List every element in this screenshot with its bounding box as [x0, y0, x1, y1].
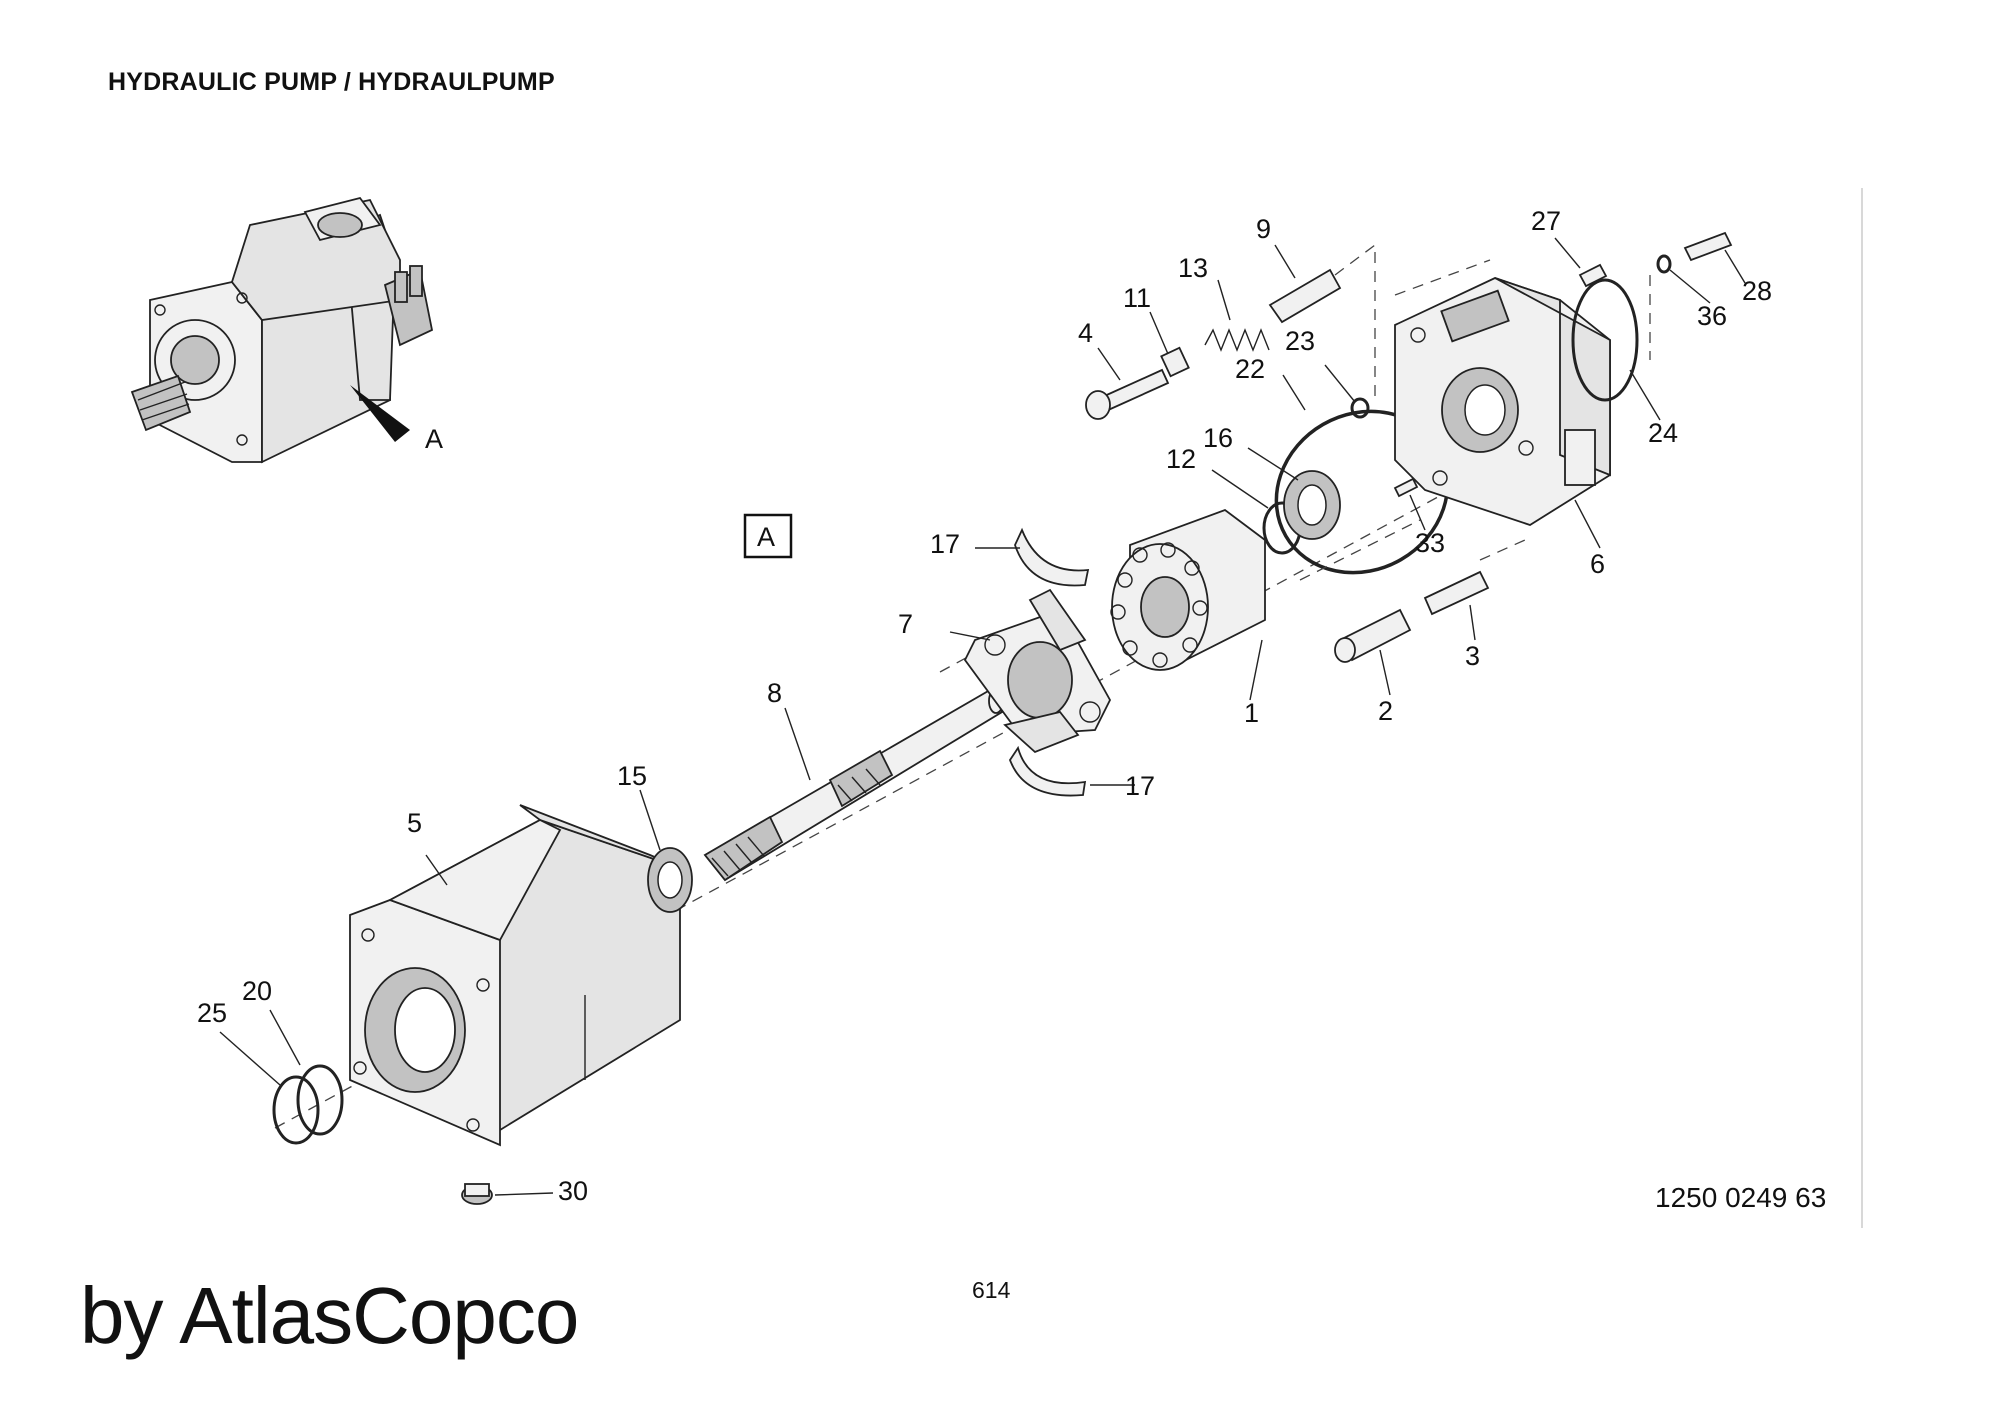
- callout-30: 30: [558, 1176, 588, 1206]
- pin-part-3: [1423, 570, 1490, 616]
- callout-17-upper: 17: [930, 529, 960, 559]
- drawing-part-number: 1250 0249 63: [1655, 1182, 1827, 1213]
- o-ring-part-24: [1571, 278, 1639, 402]
- brand-watermark: by AtlasCopco: [80, 1271, 579, 1360]
- view-box-label: A: [757, 522, 775, 552]
- callout-24: 24: [1648, 418, 1678, 448]
- pump-housing-part-5: [349, 804, 681, 1147]
- callout-9: 9: [1256, 214, 1271, 244]
- callout-2: 2: [1378, 696, 1393, 726]
- valve-piston-part-9: [1268, 268, 1342, 324]
- page-title: HYDRAULIC PUMP / HYDRAULPUMP: [108, 68, 555, 96]
- washer-part-36: [1656, 254, 1672, 274]
- callout-8: 8: [767, 678, 782, 708]
- cylinder-block-part-1: [1110, 508, 1266, 671]
- callout-leaders: [219, 237, 1746, 1196]
- bearing-shell-upper-part-17: [1014, 527, 1090, 587]
- callout-36: 36: [1697, 301, 1727, 331]
- valve-bolt-part-4: [1085, 368, 1170, 420]
- callout-7: 7: [898, 609, 913, 639]
- callout-16: 16: [1203, 423, 1233, 453]
- spring-part-13: [1204, 328, 1270, 352]
- assembled-pump-inset: [130, 196, 434, 464]
- valve-sleeve-part-11: [1160, 346, 1190, 378]
- drive-shaft-part-8: [703, 688, 1004, 882]
- screw-part-28: [1683, 231, 1733, 262]
- callout-11: 11: [1123, 283, 1151, 313]
- screw-part-27: [1578, 263, 1608, 288]
- view-arrow-icon: [350, 385, 410, 442]
- shaft-seal-part-25: [272, 1075, 320, 1145]
- page-number: 614: [972, 1277, 1011, 1303]
- end-cover-part-6: [1394, 277, 1611, 526]
- callout-27: 27: [1531, 206, 1561, 236]
- callout-12: 12: [1166, 444, 1196, 474]
- o-ring-part-23: [1350, 397, 1370, 419]
- callout-17-lower: 17: [1125, 771, 1155, 801]
- view-box: [743, 513, 793, 559]
- callout-6: 6: [1590, 549, 1605, 579]
- callout-13: 13: [1178, 253, 1208, 283]
- callout-23: 23: [1285, 326, 1315, 356]
- callout-1: 1: [1244, 698, 1259, 728]
- bearing-shell-lower-part-17: [1008, 745, 1087, 797]
- callout-20: 20: [242, 976, 272, 1006]
- callout-4: 4: [1078, 318, 1093, 348]
- callout-22: 22: [1235, 354, 1265, 384]
- retaining-ring-part-20: [296, 1064, 344, 1136]
- callout-28: 28: [1742, 276, 1772, 306]
- inset-view-label: A: [425, 424, 443, 454]
- callout-5: 5: [407, 808, 422, 838]
- swash-plate-part-7: [963, 588, 1112, 754]
- callout-15: 15: [617, 761, 647, 791]
- callout-25: 25: [197, 998, 227, 1028]
- pin-part-33: [1393, 477, 1419, 498]
- callout-3: 3: [1465, 641, 1480, 671]
- callout-labels: 1 2 3 4 5 6 7 8 9 11 12 13 15 16 17 17 2…: [197, 206, 1772, 1206]
- callout-33: 33: [1415, 528, 1445, 558]
